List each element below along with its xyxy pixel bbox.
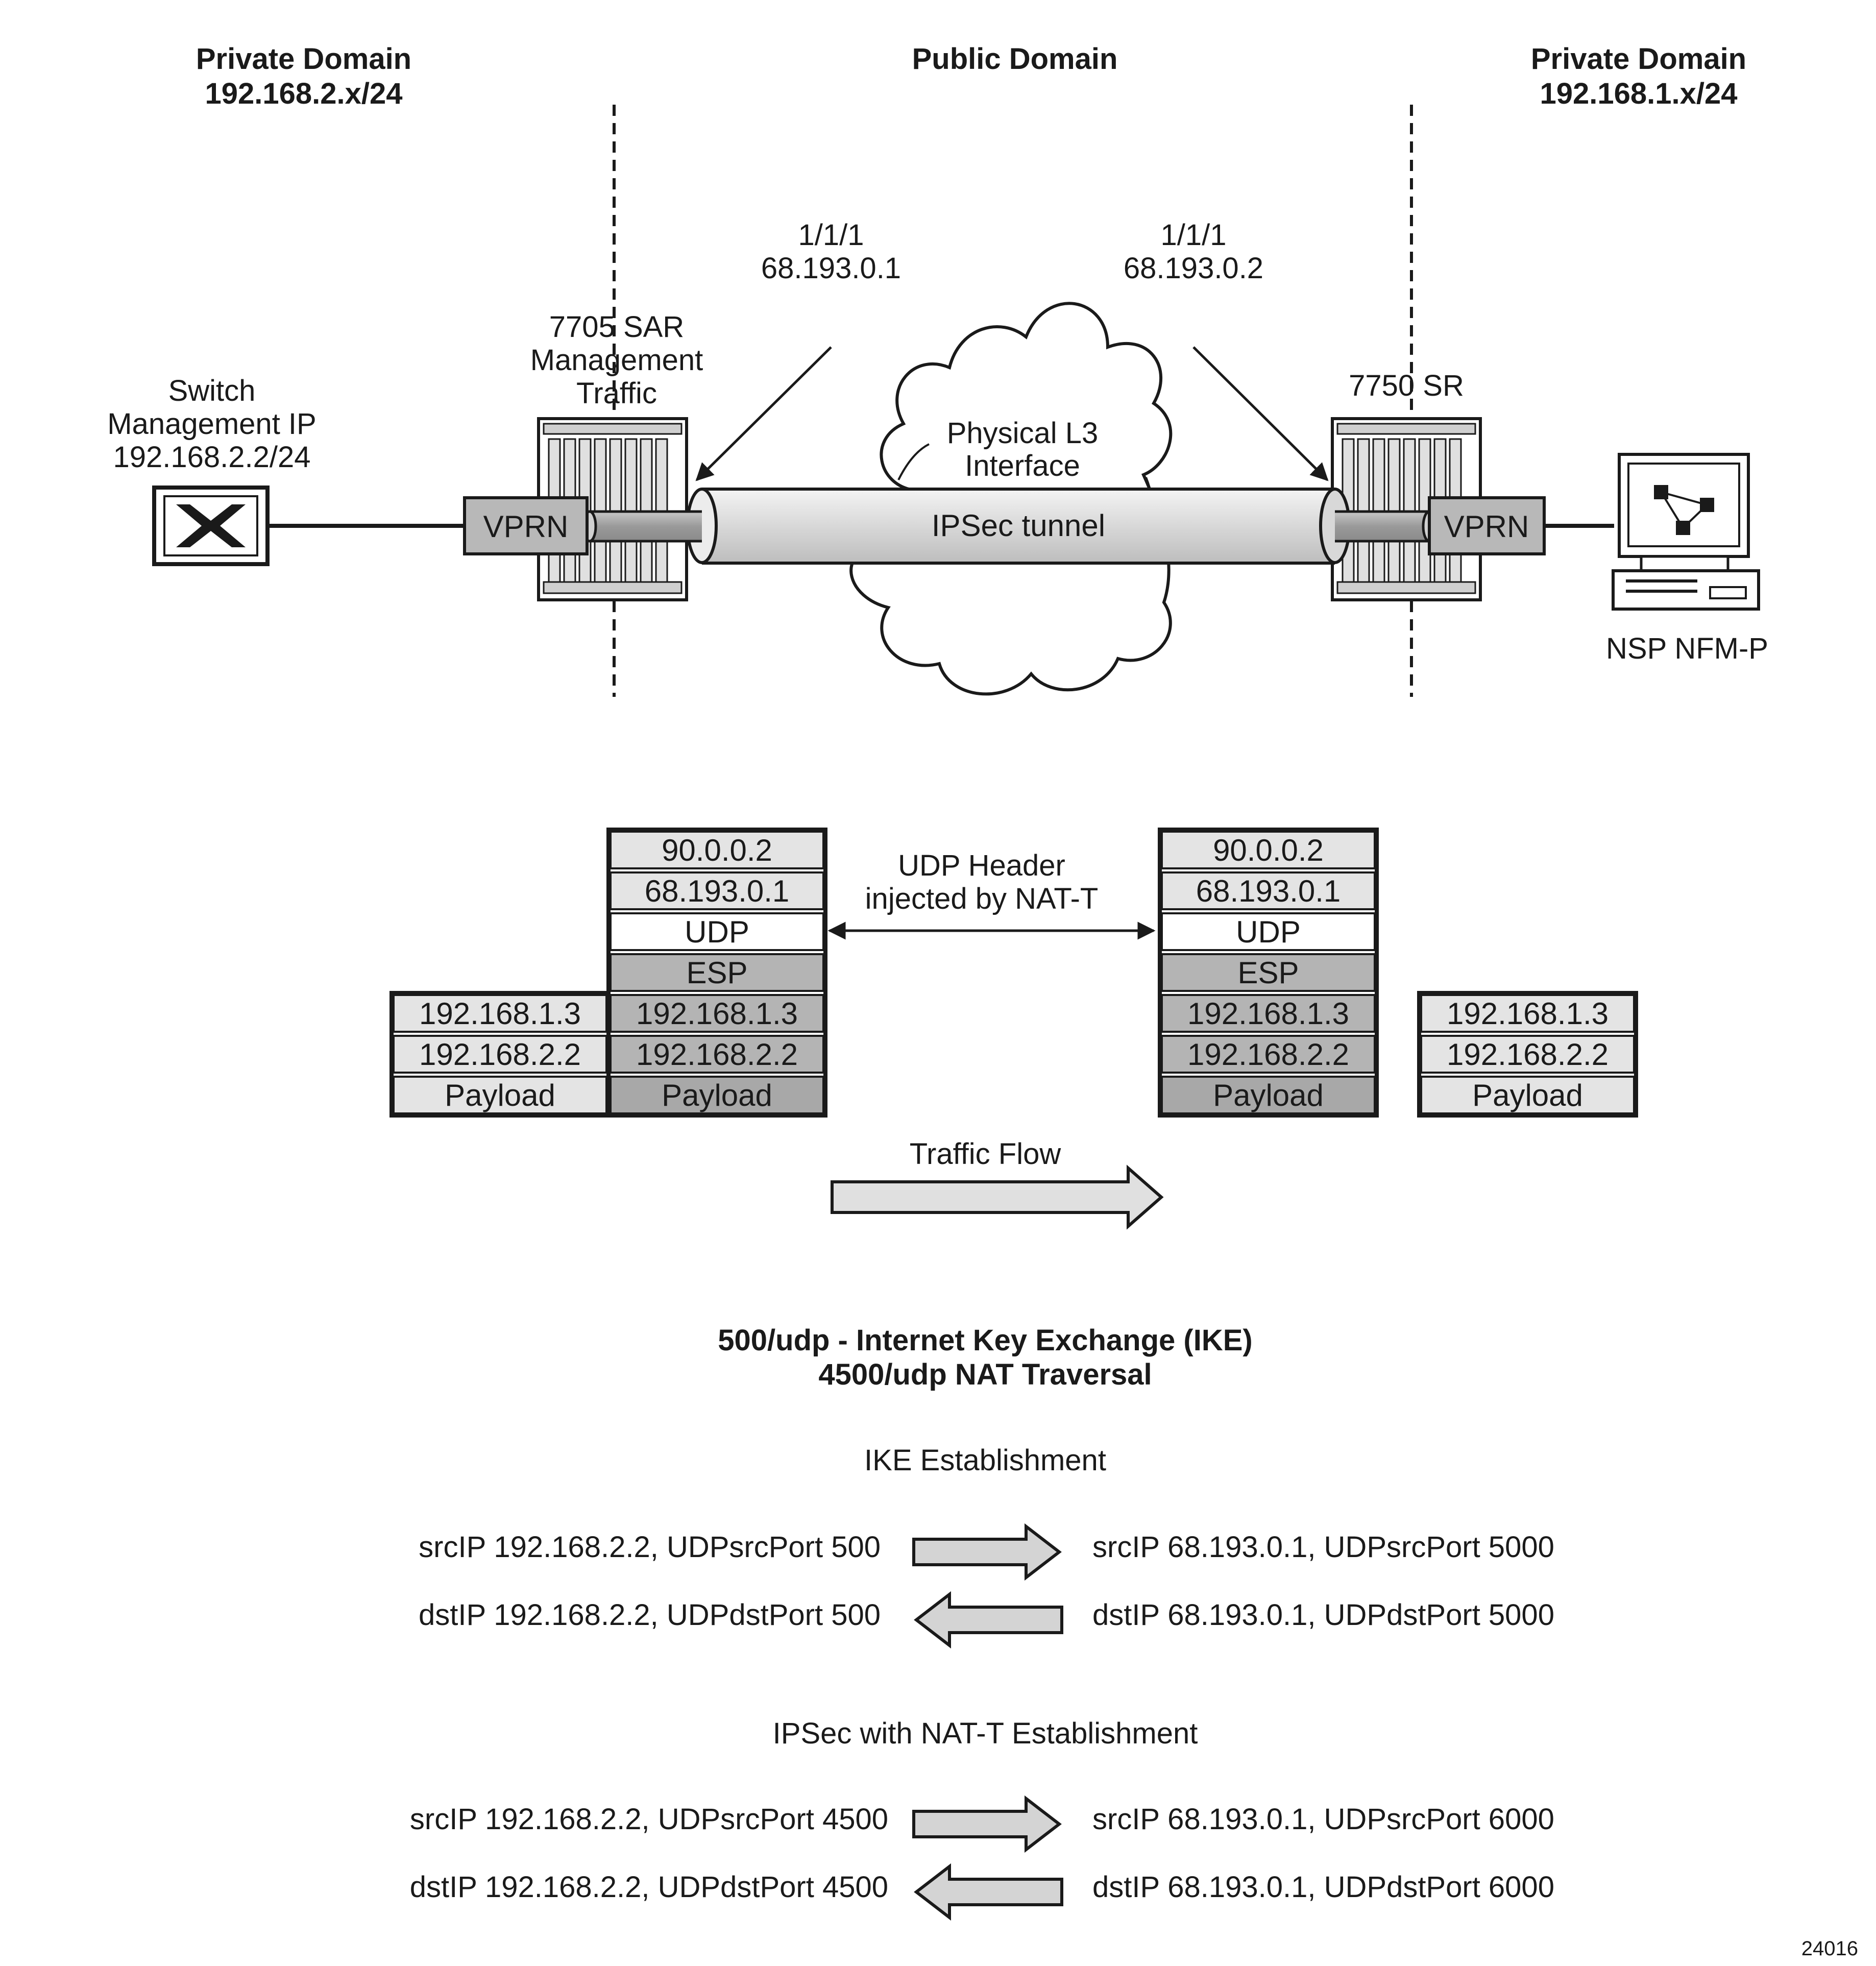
switch-label-line2: Management IP bbox=[107, 407, 316, 441]
ike-row1-right: srcIP 68.193.0.1, UDPsrcPort 5000 bbox=[1092, 1531, 1554, 1564]
right-inner-pipe bbox=[1335, 510, 1437, 543]
cloud-label-line1: Physical L3 bbox=[947, 417, 1099, 450]
nsp-label: NSP NFM-P bbox=[1606, 632, 1768, 665]
vprn-right-box bbox=[1428, 496, 1546, 555]
packet-field-label: UDP bbox=[1236, 915, 1301, 949]
switch-label-line1: Switch bbox=[168, 374, 256, 407]
left-domain-subnet: 192.168.2.x/24 bbox=[205, 77, 402, 110]
right-domain-title: Private Domain bbox=[1531, 42, 1746, 76]
ike-row1-arrow-right bbox=[912, 1523, 1062, 1581]
packet-field-label: 192.168.1.3 bbox=[1447, 997, 1609, 1031]
packet-field-label: Payload bbox=[662, 1078, 772, 1112]
ike-establishment-title: IKE Establishment bbox=[864, 1444, 1106, 1477]
ipsec-row2-arrow-left bbox=[914, 1863, 1063, 1921]
ipsec-row1-left: srcIP 192.168.2.2, UDPsrcPort 4500 bbox=[410, 1803, 888, 1836]
packet-field-box bbox=[610, 912, 824, 951]
packet-field-label: Payload bbox=[1213, 1078, 1324, 1112]
packet-field-box bbox=[1161, 953, 1376, 992]
packet-stack-frame bbox=[1417, 991, 1638, 1118]
packet-field-box bbox=[1420, 1035, 1635, 1074]
packet-field-box bbox=[610, 1076, 824, 1114]
packet-field-box bbox=[393, 1035, 607, 1074]
packet-field-label: 192.168.2.2 bbox=[1187, 1037, 1349, 1072]
ipsec-row2-left: dstIP 192.168.2.2, UDPdstPort 4500 bbox=[410, 1871, 888, 1904]
cloud-label-line2: Interface bbox=[965, 449, 1080, 482]
packet-field-box bbox=[1161, 871, 1376, 910]
left-port-arrow bbox=[695, 346, 832, 481]
right-port-id: 1/1/1 bbox=[1161, 219, 1227, 252]
traffic-flow-label: Traffic Flow bbox=[910, 1137, 1062, 1171]
packet-field-label: Payload bbox=[1472, 1078, 1583, 1112]
packet-field-label: ESP bbox=[1237, 956, 1299, 990]
packet-field-label: 90.0.0.2 bbox=[1213, 833, 1324, 867]
sr-label: 7750 SR bbox=[1349, 369, 1464, 402]
vprn-right-label: VPRN bbox=[1444, 509, 1529, 544]
right-port-ip: 68.193.0.2 bbox=[1124, 252, 1263, 285]
packet-stack-frame bbox=[606, 828, 827, 1118]
udp-note-line1: UDP Header bbox=[898, 849, 1065, 882]
udp-note-line2: injected by NAT-T bbox=[865, 882, 1099, 915]
sar-label-line1: 7705 SAR bbox=[549, 310, 684, 344]
sar-label-line3: Traffic bbox=[576, 377, 657, 410]
ike-row2-right: dstIP 68.193.0.1, UDPdstPort 5000 bbox=[1092, 1598, 1554, 1632]
ipsec-tunnel-label: IPSec tunnel bbox=[932, 508, 1105, 543]
packet-field-label: 192.168.2.2 bbox=[419, 1037, 581, 1072]
ipsec-tunnel bbox=[686, 488, 1351, 565]
right-domain-subnet: 192.168.1.x/24 bbox=[1540, 77, 1737, 110]
public-domain-title: Public Domain bbox=[912, 42, 1118, 76]
vprn-left-box bbox=[463, 496, 589, 555]
packet-stack-frame bbox=[1158, 828, 1379, 1118]
sar-label-line2: Management bbox=[530, 344, 703, 377]
packet-field-box bbox=[1161, 994, 1376, 1033]
ipsec-row1-arrow-right bbox=[912, 1795, 1062, 1853]
workstation-icon bbox=[1612, 453, 1760, 611]
packet-field-label: ESP bbox=[686, 956, 747, 990]
packet-field-label: UDP bbox=[685, 915, 749, 949]
ipsec-establishment-title: IPSec with NAT-T Establishment bbox=[773, 1717, 1198, 1750]
left-port-ip: 68.193.0.1 bbox=[761, 252, 901, 285]
packet-field-label: Payload bbox=[445, 1078, 555, 1112]
packet-field-label: 192.168.2.2 bbox=[636, 1037, 798, 1072]
switch-label-line3: 192.168.2.2/24 bbox=[113, 441, 310, 474]
packet-field-box bbox=[610, 953, 824, 992]
ports-title-line1: 500/udp - Internet Key Exchange (IKE) bbox=[718, 1324, 1252, 1357]
packet-field-label: 90.0.0.2 bbox=[662, 833, 772, 867]
packet-field-box bbox=[1161, 1076, 1376, 1114]
packet-field-label: 68.193.0.1 bbox=[1196, 874, 1341, 908]
traffic-flow-arrow bbox=[831, 1164, 1164, 1230]
packet-field-label: 192.168.2.2 bbox=[1447, 1037, 1609, 1072]
packet-field-label: 192.168.1.3 bbox=[419, 997, 581, 1031]
figure-id: 24016 bbox=[1801, 1937, 1858, 1960]
switch-icon bbox=[152, 486, 270, 566]
ipsec-row1-right: srcIP 68.193.0.1, UDPsrcPort 6000 bbox=[1092, 1803, 1554, 1836]
packet-field-label: 192.168.1.3 bbox=[1187, 997, 1349, 1031]
packet-field-label: 192.168.1.3 bbox=[636, 997, 798, 1031]
packet-field-label: 68.193.0.1 bbox=[645, 874, 790, 908]
ike-row1-left: srcIP 192.168.2.2, UDPsrcPort 500 bbox=[419, 1531, 881, 1564]
ike-row2-left: dstIP 192.168.2.2, UDPdstPort 500 bbox=[419, 1598, 881, 1632]
vprn-left-label: VPRN bbox=[483, 509, 569, 544]
left-port-id: 1/1/1 bbox=[798, 219, 864, 252]
left-domain-title: Private Domain bbox=[196, 42, 411, 76]
ipsec-row2-right: dstIP 68.193.0.1, UDPdstPort 6000 bbox=[1092, 1871, 1554, 1904]
left-inner-pipe bbox=[582, 510, 702, 543]
right-port-arrow bbox=[1192, 346, 1329, 481]
ike-row2-arrow-left bbox=[914, 1591, 1063, 1649]
ports-title-line2: 4500/udp NAT Traversal bbox=[818, 1358, 1152, 1391]
